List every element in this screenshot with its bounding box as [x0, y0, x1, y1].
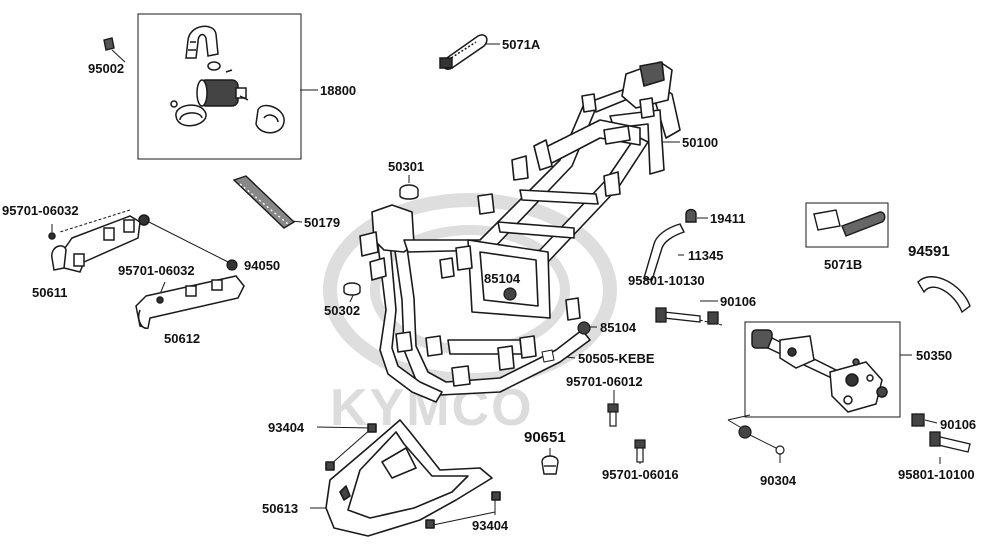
label-93404-b: 93404 [472, 518, 509, 533]
label-95701-06032-a: 95701-06032 [2, 203, 79, 218]
part-50350-contents [751, 329, 888, 413]
part-50505-KEBE [541, 349, 555, 363]
part-95801-10130-bolt [655, 307, 719, 325]
label-95701-06012: 95701-06012 [566, 374, 643, 389]
label-50179: 50179 [304, 215, 341, 230]
label-11345: 11345 [688, 248, 724, 263]
part-94591-band [917, 276, 971, 314]
part-95801-10100-bolt [911, 413, 971, 453]
group-box-50350 [744, 321, 901, 418]
label-50302: 50302 [324, 303, 361, 318]
label-95801-10130: 95801-10130 [628, 273, 705, 288]
label-95002: 95002 [88, 61, 125, 76]
part-50301-grommet [399, 184, 419, 200]
part-95002-clip [103, 37, 115, 51]
label-50350: 50350 [916, 348, 953, 363]
label-5071A: 5071A [502, 37, 541, 52]
label-90304: 90304 [760, 473, 797, 488]
label-50612: 50612 [164, 331, 201, 346]
label-94591: 94591 [908, 243, 950, 260]
label-5071B: 5071B [824, 257, 863, 272]
label-90106-a: 90106 [720, 294, 757, 309]
label-95701-06032-b: 95701-06032 [118, 263, 195, 278]
part-50302-grommet [343, 282, 361, 296]
label-50505-KEBE: 50505-KEBE [578, 351, 655, 366]
label-90106-b: 90106 [940, 417, 977, 432]
part-94050-nut [226, 259, 238, 271]
part-18800-contents [170, 25, 285, 134]
part-11345-hose [643, 223, 685, 281]
part-90651-clip [541, 455, 559, 475]
part-5071A [439, 34, 488, 71]
part-95701-06012-bolt [607, 403, 619, 427]
leader-lines [51, 43, 941, 526]
label-50611: 50611 [32, 285, 68, 300]
label-18800: 18800 [320, 83, 357, 98]
label-50301: 50301 [388, 159, 425, 174]
part-50179-strip [232, 175, 296, 229]
label-85104-b: 85104 [600, 320, 637, 335]
part-50612-bracket [135, 275, 245, 329]
label-85104-a: 85104 [484, 271, 521, 286]
label-95801-10100: 95801-10100 [898, 467, 975, 482]
part-50613-cover [325, 419, 501, 537]
part-19411-clip [685, 208, 697, 223]
label-95701-06016: 95701-06016 [602, 467, 679, 482]
part-95701-06016-bolt [634, 439, 646, 463]
label-50100: 50100 [682, 135, 719, 150]
group-box-5071B [805, 202, 889, 248]
label-94050: 94050 [244, 258, 281, 273]
label-93404-a: 93404 [268, 420, 305, 435]
part-5071B-contents [813, 209, 886, 237]
label-90651: 90651 [524, 429, 566, 446]
label-19411: 19411 [710, 211, 746, 226]
part-50611-bracket [48, 214, 150, 273]
part-85104-bushings [503, 287, 591, 335]
part-90304-nut [738, 425, 785, 455]
label-50613: 50613 [262, 501, 299, 516]
main-frame [359, 61, 681, 403]
group-box-18800 [137, 13, 302, 160]
